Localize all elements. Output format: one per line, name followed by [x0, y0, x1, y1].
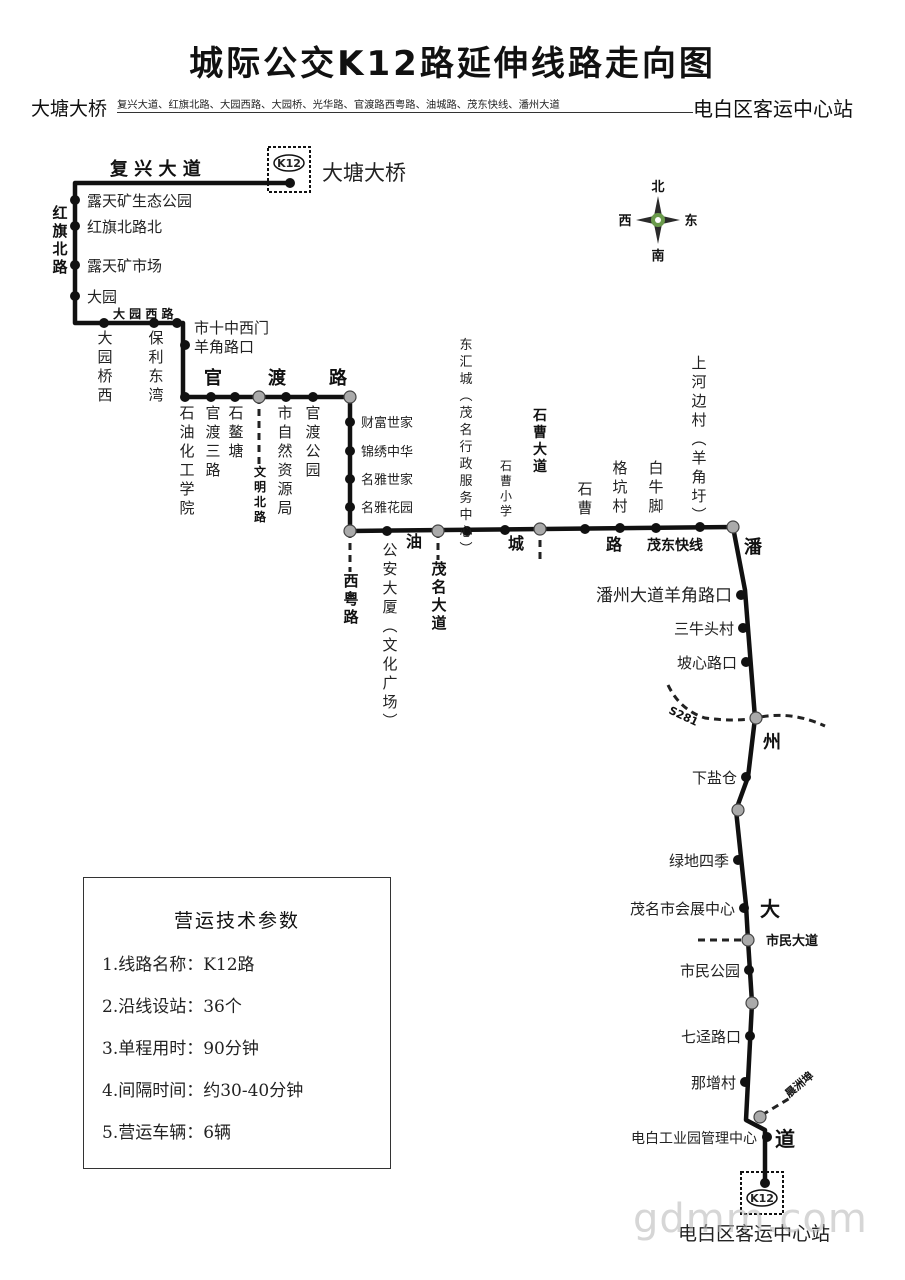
road-pan: 潘	[744, 537, 763, 558]
info-vehicles: 5.营运车辆：6辆	[102, 1123, 232, 1143]
map-title: 城际公交K12路延伸线路走向图	[189, 44, 716, 84]
stop-bainiujiao: 白牛脚	[648, 459, 663, 515]
road-du: 渡	[268, 367, 287, 389]
start-terminal-name: 大塘大桥	[322, 161, 406, 185]
stop-lvdi: 绿地四季	[669, 852, 729, 870]
stop-mingya-shijia: 名雅世家	[361, 472, 413, 488]
road-wenming: 文明北路	[254, 464, 267, 524]
end-badge-text: K12	[750, 1192, 774, 1205]
stop-jinxiu: 锦绣中华	[361, 445, 413, 460]
stop-shiyou: 石油化工学院	[179, 404, 194, 517]
info-stop-count: 2.沿线设站：36个	[102, 997, 242, 1017]
stop-shiaotang: 石鳌塘	[228, 404, 243, 460]
stop-shimin-park: 市民公园	[680, 962, 740, 980]
stop-guandu3: 官渡三路	[205, 404, 220, 479]
stop-qijing: 七迳路口	[681, 1028, 741, 1046]
stop-xiayancang: 下盐仓	[692, 769, 737, 787]
road-mingming: 茂名大道	[431, 560, 446, 632]
stop-shicao: 石曹	[577, 480, 592, 517]
compass-north: 北	[651, 180, 664, 195]
operation-info-panel: 营运技术参数 1.线路名称：K12路 2.沿线设站：36个 3.单程用时：90分…	[83, 877, 391, 1169]
route-via-text: 复兴大道、红旗北路、大园西路、大园桥、光华路、官渡路西粤路、油城路、茂东快线、潘…	[117, 98, 693, 113]
side-road-line	[761, 1096, 791, 1117]
stop-hongqi-north: 红旗北路北	[87, 218, 162, 236]
stop-labels-vertical: 红旗北路大园桥西保利东湾石油化工学院官渡三路石鳌塘文明北路市自然资源局官渡公园西…	[52, 204, 706, 730]
road-dayuan: 大 园 西 路	[113, 306, 175, 321]
stop-shanghe: 上河边村︵羊角圩︶	[691, 354, 706, 524]
stop-guandu-park: 官渡公园	[305, 404, 320, 479]
road-shenghaiyan: 晨洲埠	[782, 1068, 816, 1100]
compass: 北 南 西 东	[618, 180, 697, 264]
road-cheng: 城	[508, 534, 524, 553]
road-fuxing: 复 兴 大 道	[109, 158, 201, 180]
route-end-label: 电白区客运中心站	[693, 97, 853, 121]
watermark: gdmm.com	[633, 1196, 868, 1242]
road-shicao: 石曹大道	[532, 408, 547, 475]
start-terminal: K12	[267, 146, 311, 193]
road-you: 油	[406, 532, 422, 551]
info-interval: 4.间隔时间：约30-40分钟	[102, 1081, 304, 1101]
road-da: 大	[760, 897, 780, 921]
hub-markers	[252, 390, 767, 1124]
road-maodong: 茂东快线	[647, 537, 703, 554]
stop-dayuan-bridge-west: 大园桥西	[97, 329, 112, 404]
stop-gongan: 公安大厦︵文化广场︶	[382, 541, 397, 730]
road-dao: 道	[775, 1127, 795, 1151]
start-badge-text: K12	[277, 157, 301, 170]
stop-santou: 三牛头村	[674, 620, 734, 638]
stop-shishi: 市十中西门	[194, 319, 269, 337]
info-line-name: 1.线路名称：K12路	[102, 955, 255, 975]
stop-caifu: 财富世家	[361, 415, 413, 431]
stop-markers	[70, 195, 772, 1142]
route-line	[72, 180, 768, 1183]
stop-mingya-garden: 名雅花园	[361, 500, 413, 516]
road-xiyue: 西粤路	[343, 572, 359, 626]
stop-huizhan: 茂名市会展中心	[630, 900, 735, 918]
compass-west: 西	[618, 214, 631, 229]
end-terminal: K12	[740, 1171, 784, 1215]
road-lu2: 路	[606, 535, 623, 554]
stop-nazeng: 那增村	[691, 1074, 736, 1092]
stop-labels-horizontal: 露天矿生态公园 红旗北路北 露天矿市场 大园 市十中西门 羊角路口 财富世家 锦…	[87, 192, 757, 1147]
road-lu: 路	[329, 367, 348, 389]
stop-ziran: 市自然资源局	[277, 404, 292, 517]
stop-poxin: 坡心路口	[677, 654, 737, 672]
stop-donghui: 东汇城︵茂名行政服务中心︶	[459, 338, 472, 557]
stop-yangjiao: 羊角路口	[194, 338, 254, 356]
stop-shicao-school: 石曹小学	[500, 459, 512, 518]
compass-south: 南	[651, 248, 664, 264]
stop-lutian-market: 露天矿市场	[87, 257, 162, 275]
road-zhou: 州	[762, 732, 781, 753]
road-hongqi: 红旗北路	[52, 204, 68, 276]
s281-road-line	[666, 684, 826, 728]
info-title: 营运技术参数	[173, 910, 300, 932]
route-start-label: 大塘大桥	[31, 98, 108, 120]
stop-dianbai-industrial: 电白工业园管理中心	[631, 1131, 757, 1147]
stop-panzhou-yangjiao: 潘州大道羊角路口	[596, 586, 732, 606]
road-shimin: 市民大道	[766, 933, 818, 949]
stop-gekeng: 格坑村	[612, 459, 627, 515]
end-terminal-name: 电白区客运中心站	[678, 1223, 830, 1245]
info-travel-time: 3.单程用时：90分钟	[102, 1039, 259, 1059]
road-guan: 官	[204, 367, 222, 389]
compass-east: 东	[684, 213, 697, 229]
stop-dayuan: 大园	[87, 288, 117, 306]
stop-baoli: 保利东湾	[148, 329, 163, 404]
stop-lutian-park: 露天矿生态公园	[87, 192, 192, 210]
